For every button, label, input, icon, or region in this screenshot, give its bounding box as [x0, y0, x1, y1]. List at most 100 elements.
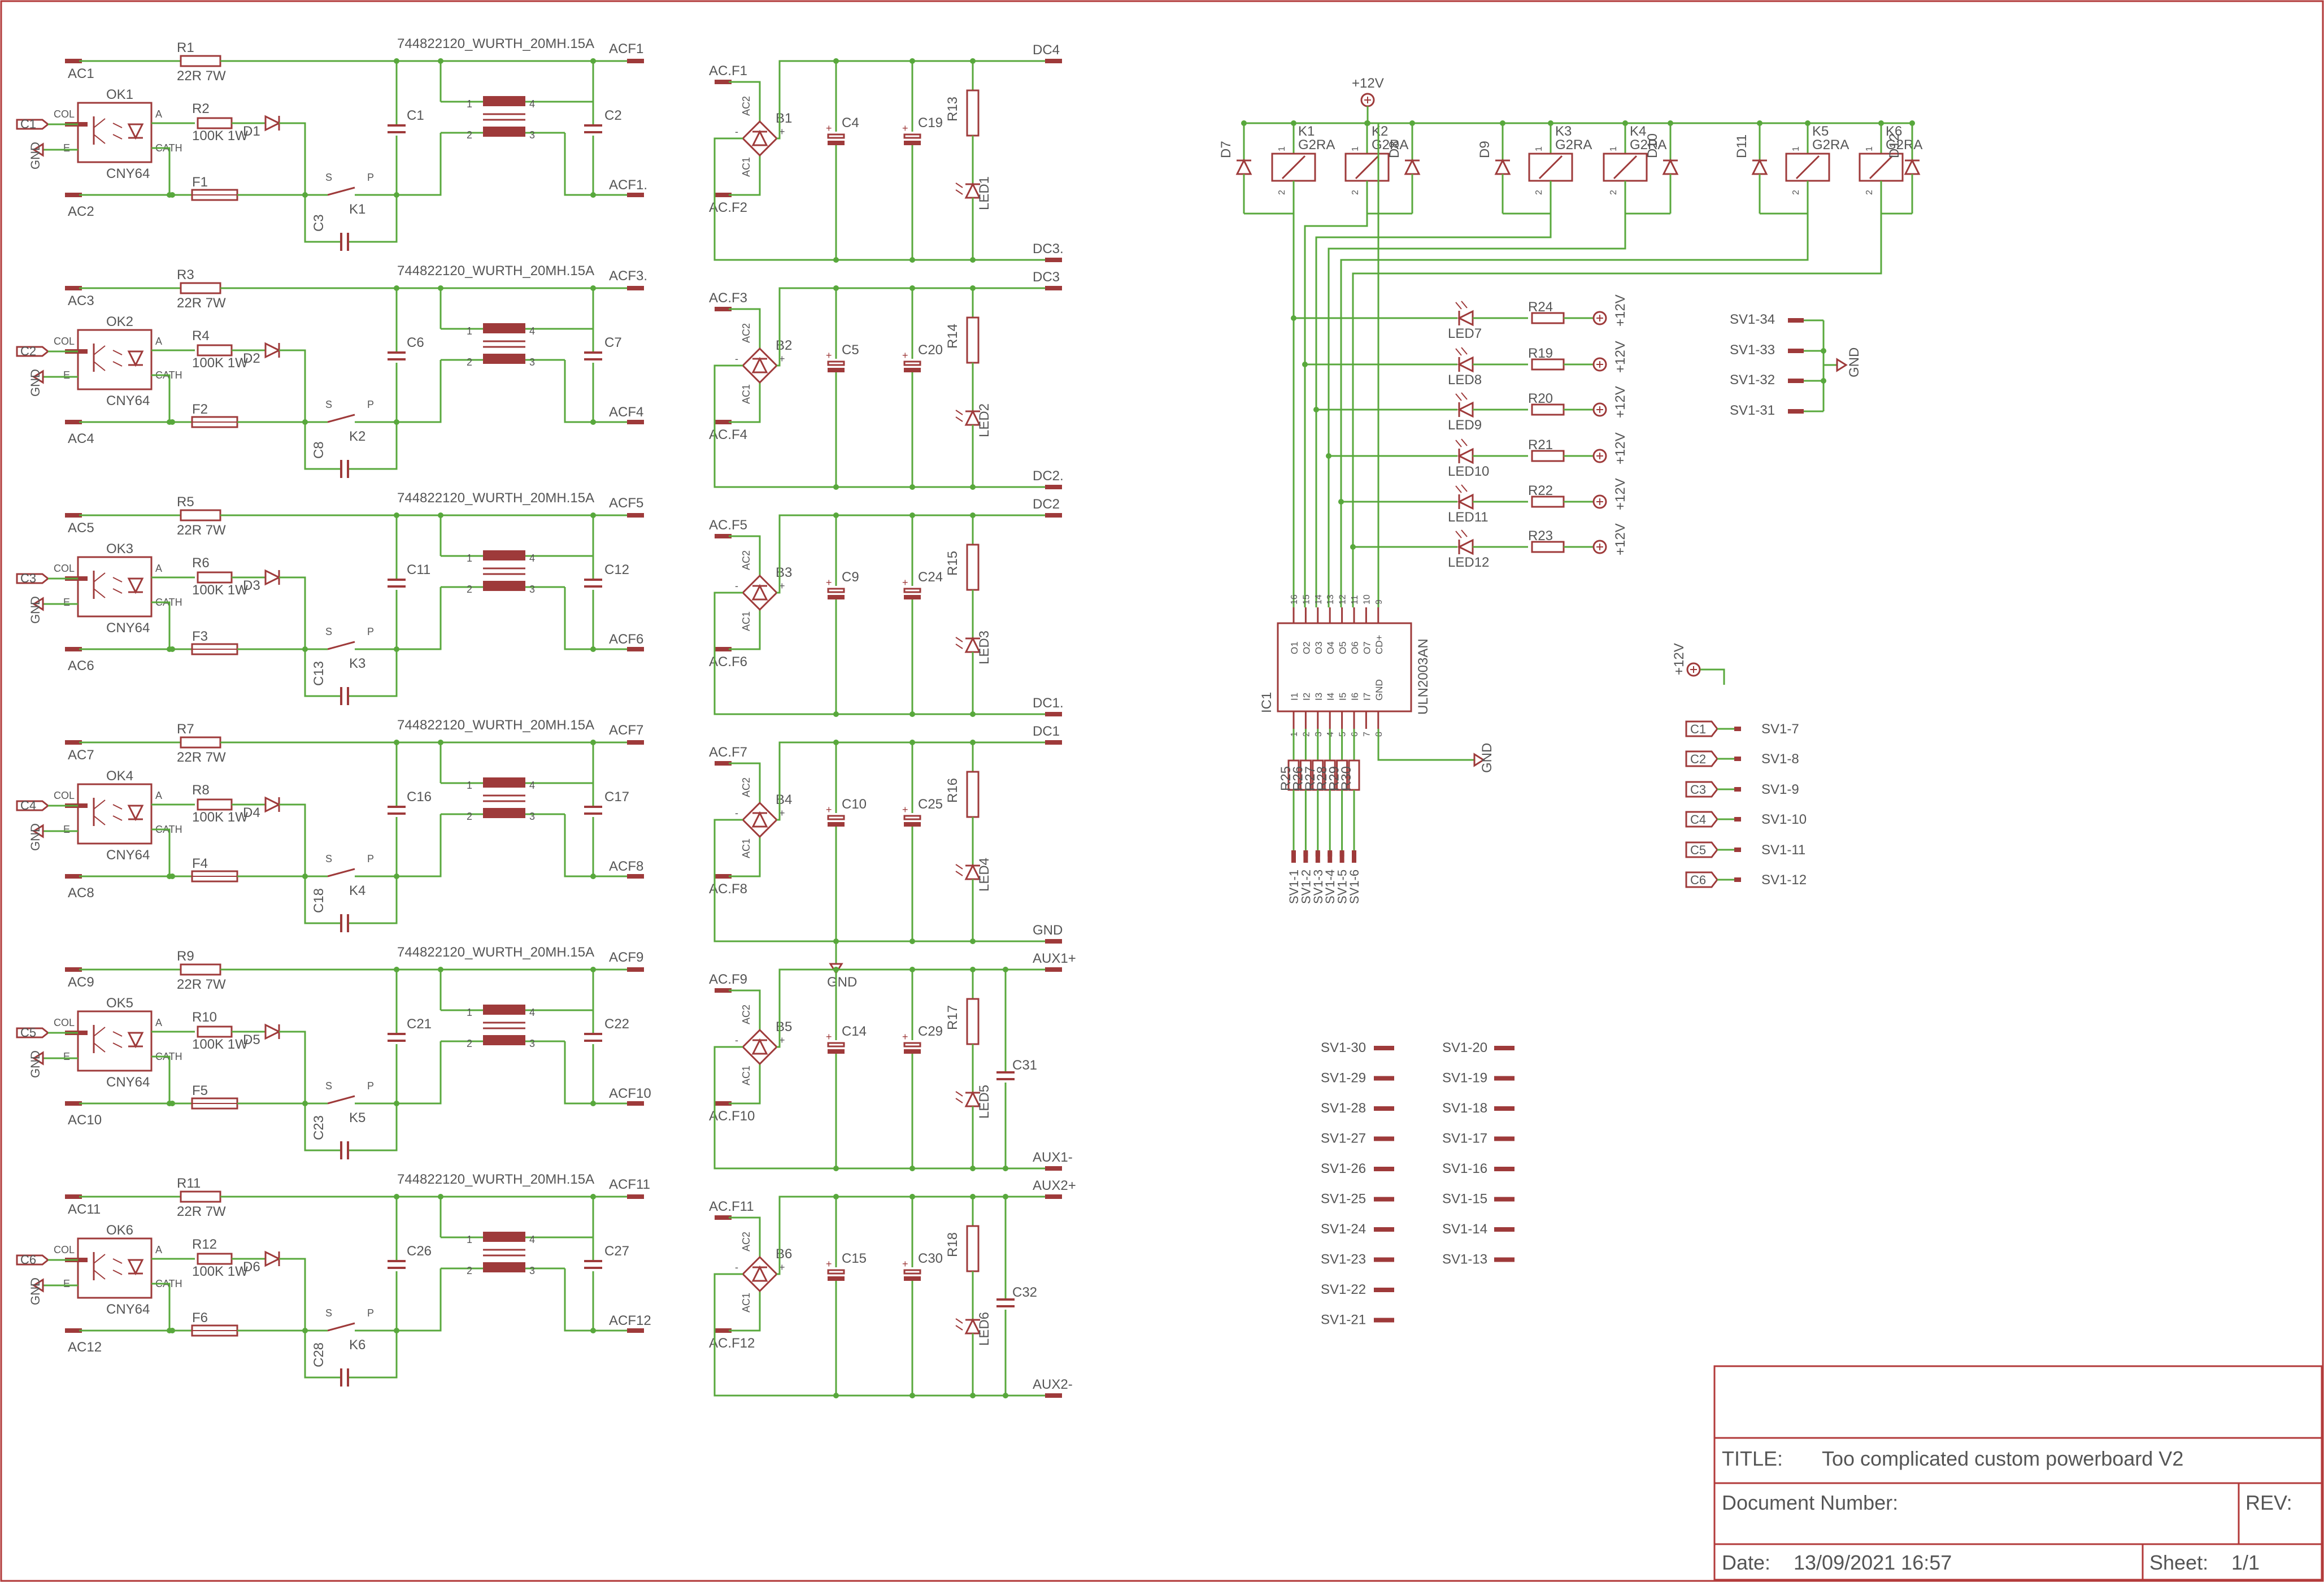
- pin-label: S: [325, 1307, 332, 1319]
- net-label: AC3: [68, 293, 94, 308]
- led-symbol: [1457, 447, 1474, 464]
- led-arrow: [955, 182, 963, 188]
- pin-label: AC2: [741, 550, 752, 570]
- bridge-rectifier: [741, 1028, 778, 1066]
- port-label: C2: [1690, 752, 1706, 766]
- pin-number: 4: [529, 780, 535, 791]
- gnd-label: GND: [28, 823, 42, 851]
- pin-number: 4: [529, 98, 535, 110]
- pad: [1494, 1257, 1514, 1262]
- pin-label: E: [63, 1278, 70, 1289]
- junction: [833, 1194, 839, 1199]
- pad: [715, 1328, 732, 1333]
- pin-label: +: [779, 126, 785, 137]
- net-label: AC10: [68, 1112, 102, 1128]
- pad: [65, 420, 82, 424]
- wire: [279, 803, 306, 876]
- opto-light: [112, 361, 123, 367]
- pin-label: P: [367, 1080, 374, 1092]
- pin-label: A: [155, 108, 162, 120]
- wire: [1244, 181, 1295, 215]
- value-label: CNY64: [106, 1302, 150, 1317]
- supply-symbol: [1592, 494, 1607, 509]
- ref-label: C20: [918, 342, 943, 358]
- gnd-label: GND: [28, 1050, 42, 1078]
- pad: [65, 1328, 82, 1333]
- wire: [729, 1291, 761, 1332]
- ref-label: D12: [1887, 133, 1902, 158]
- pin-number: 1: [1865, 146, 1874, 151]
- junction: [833, 285, 839, 291]
- net-label: SV1-10: [1761, 812, 1807, 827]
- transistor: [93, 345, 106, 355]
- polarity-mark: +: [902, 350, 908, 361]
- wire: [1624, 181, 1670, 215]
- led-arrow: [955, 410, 963, 415]
- net-label: DC4: [1033, 42, 1060, 58]
- net-label: SV1-25: [1321, 1192, 1366, 1207]
- choke-winding: [483, 1262, 525, 1272]
- supply-symbol: [1592, 449, 1607, 463]
- net-label: ACF3.: [609, 268, 647, 284]
- wire: [1880, 181, 1912, 215]
- pad: [1494, 1227, 1514, 1232]
- pin-label: -: [735, 353, 738, 364]
- net-label: ACF12: [609, 1313, 651, 1328]
- diode: [264, 1250, 281, 1267]
- resistor-body: [197, 117, 233, 129]
- ref-label: R27: [1303, 766, 1318, 791]
- supply-symbol: +12V: [1672, 643, 1725, 685]
- ref-label: R15: [945, 551, 960, 576]
- ref-label: K1: [349, 202, 365, 217]
- ref-label: R8: [192, 783, 210, 798]
- pin-name: I4: [1325, 693, 1336, 701]
- net-label: ACF6: [609, 632, 643, 647]
- net-label: SV1-24: [1321, 1222, 1366, 1237]
- transistor: [93, 815, 106, 825]
- pad: [1045, 740, 1062, 745]
- document-number-label: Document Number:: [1722, 1491, 1898, 1514]
- title-block: TITLE:Too complicated custom powerboard …: [1713, 1365, 2323, 1581]
- port-flag: C6: [16, 1253, 50, 1267]
- choke-winding: [483, 1035, 525, 1045]
- net-label: SV1-30: [1321, 1040, 1366, 1055]
- pad: [715, 647, 732, 651]
- gnd-symbol: [1473, 753, 1485, 767]
- resistor-body: [197, 1025, 233, 1038]
- port-flag-shape: [16, 1027, 50, 1038]
- ref-label: D4: [243, 805, 260, 820]
- port-flag-shape: [1685, 871, 1718, 888]
- net-label: AC.F1: [709, 63, 747, 79]
- wire: [397, 1041, 442, 1105]
- ref-label: OK3: [106, 541, 133, 557]
- opto-light: [112, 134, 123, 140]
- pad: [715, 534, 732, 538]
- ref-label: C6: [407, 335, 424, 350]
- pad: [1734, 757, 1741, 761]
- ref-label: F1: [192, 175, 208, 190]
- opto-light: [112, 350, 123, 355]
- choke-part-label: 744822120_WURTH_20MH.15A: [397, 263, 594, 279]
- net-label: AC4: [68, 431, 94, 446]
- pad: [1045, 258, 1062, 262]
- led-arrow: [955, 637, 963, 642]
- junction: [167, 1101, 172, 1106]
- wire: [349, 876, 398, 924]
- optocoupler-body: [77, 783, 153, 845]
- ref-label: K4: [1630, 124, 1646, 139]
- net-label: ACF7: [609, 723, 643, 738]
- ref-label: B3: [776, 565, 792, 580]
- ref-label: C27: [604, 1244, 629, 1259]
- pin-label: -: [735, 126, 738, 137]
- port-flag-shape: [16, 119, 50, 130]
- pin-label: S: [325, 1080, 332, 1092]
- ecap-plate: [904, 368, 921, 372]
